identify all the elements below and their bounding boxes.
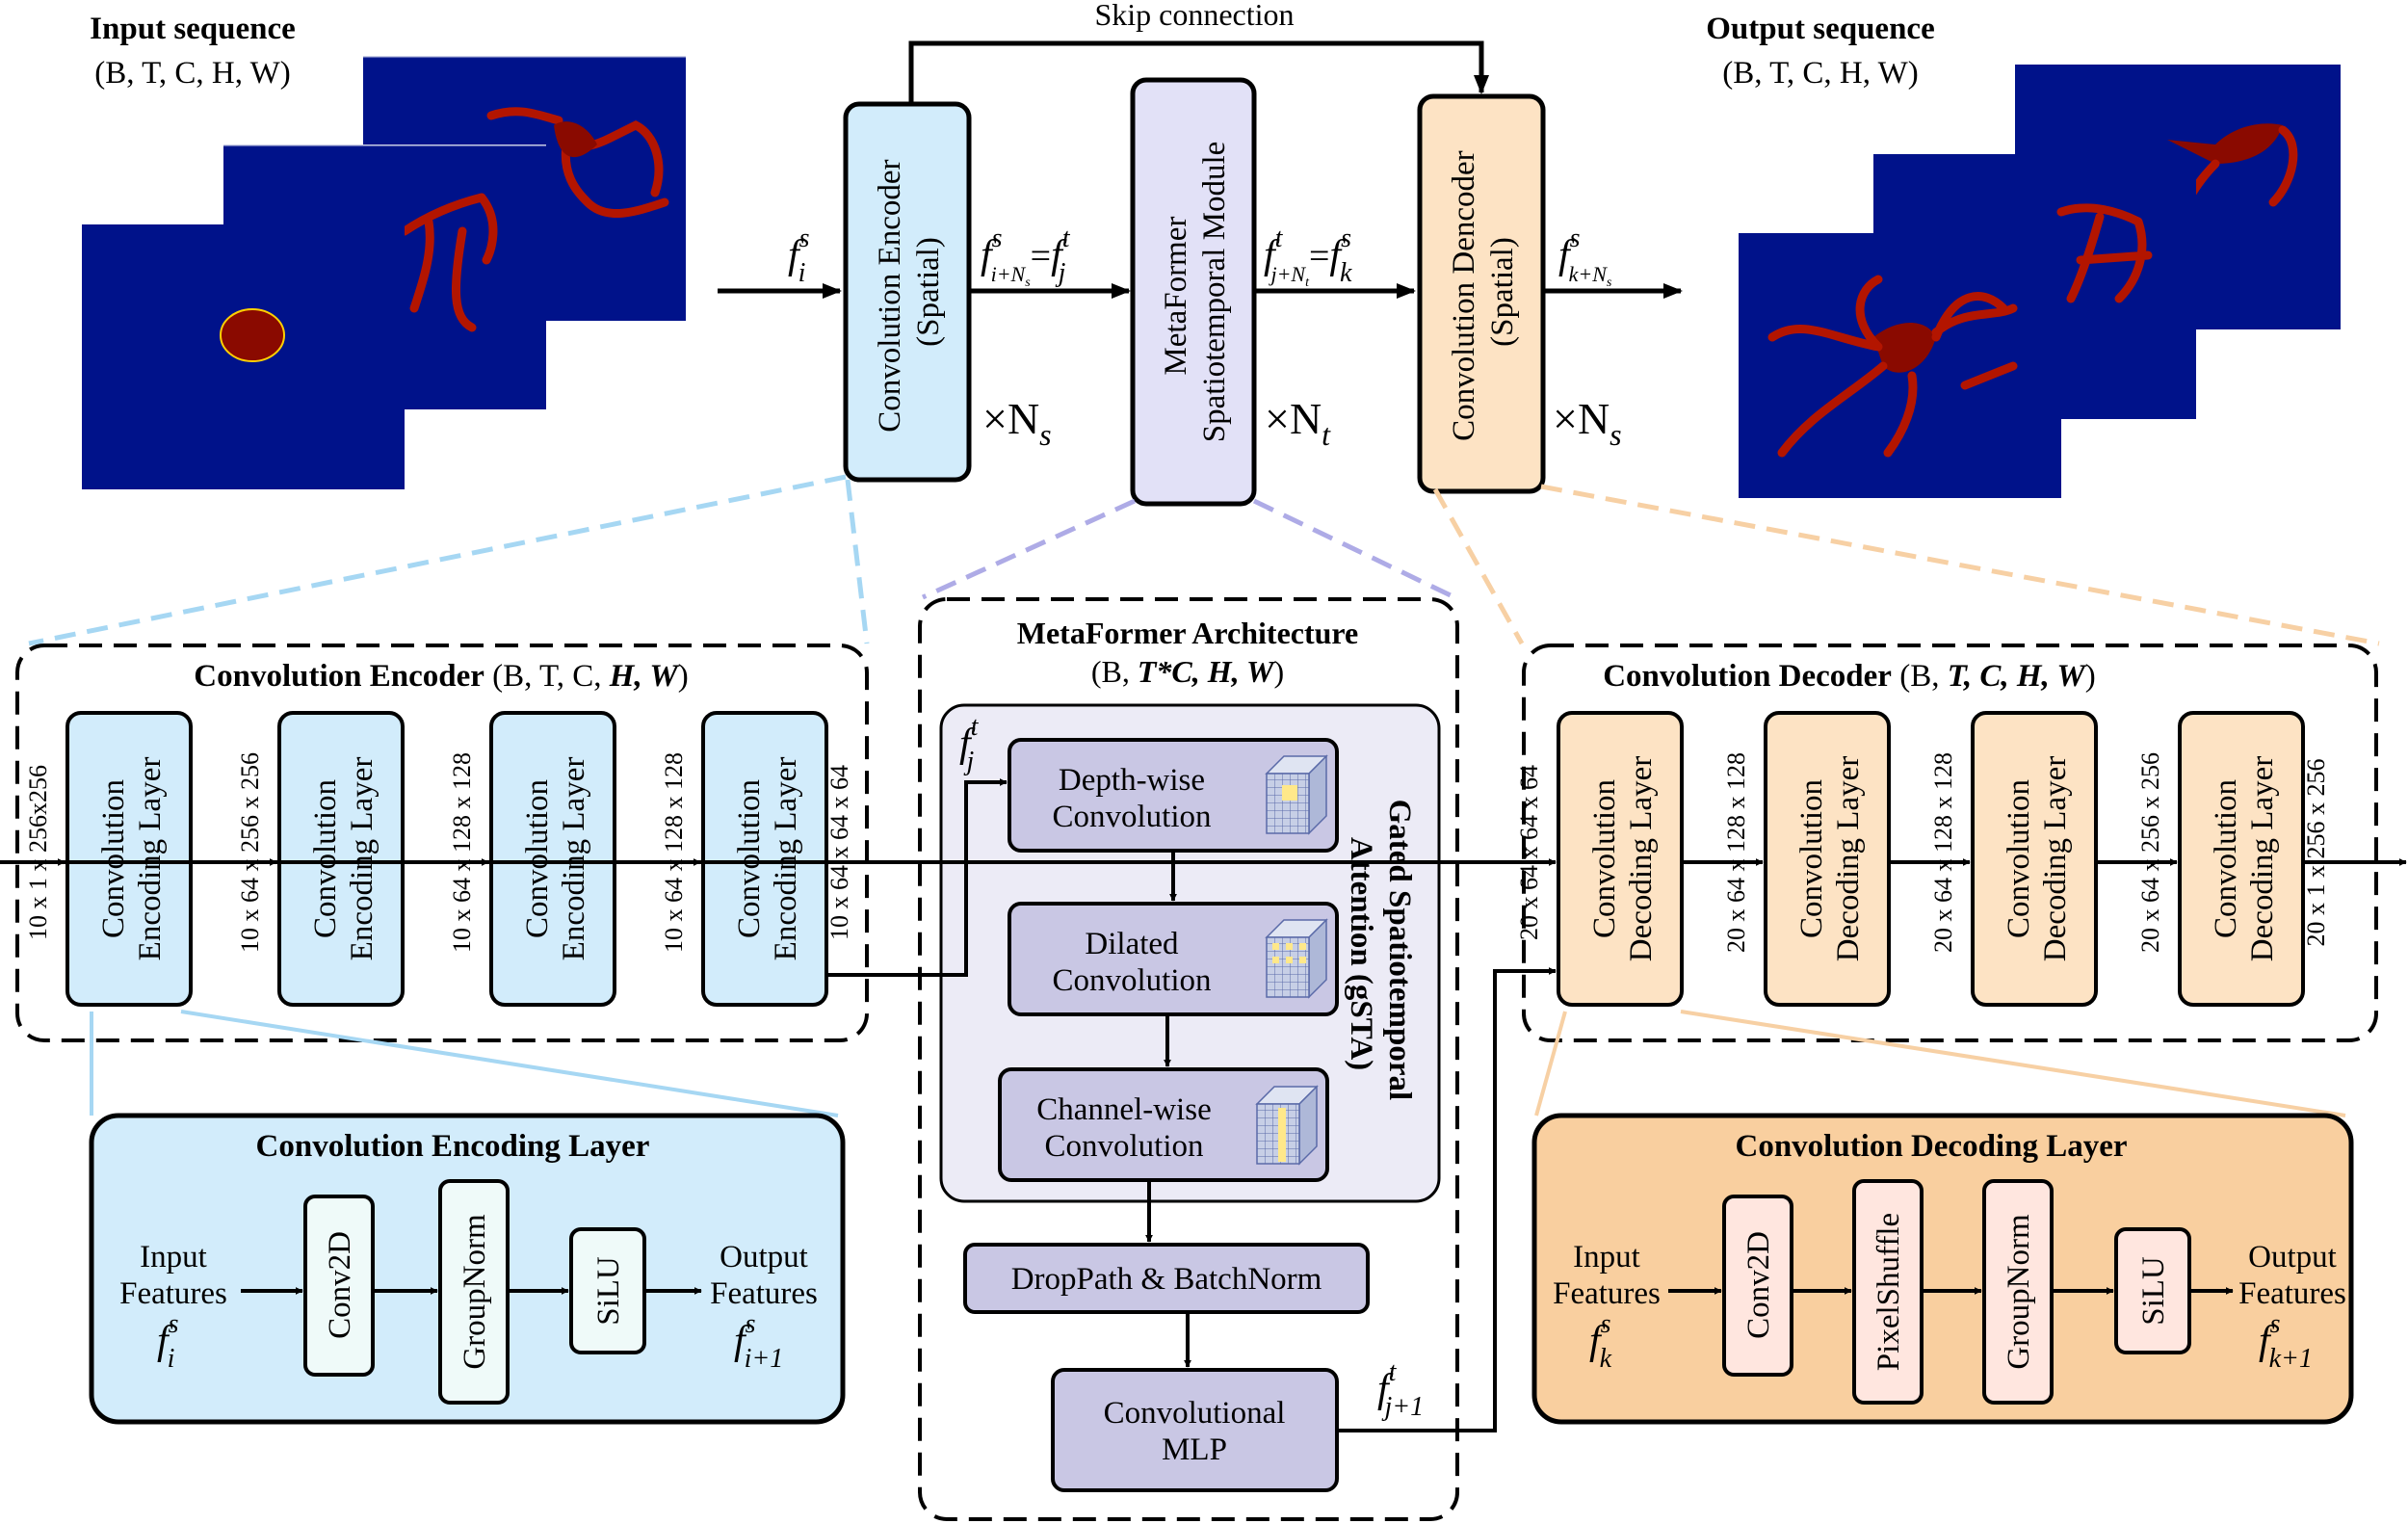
decoder-layer-label: ConvolutionDecoding Layer xyxy=(2002,756,2073,962)
encoder-layer-block: ConvolutionEncoding Layer xyxy=(277,711,405,1007)
decoder-shape-label: 20 x 64 x 128 x 128 xyxy=(1929,752,1957,953)
depthwise-cube-icon xyxy=(1265,754,1328,835)
encoder-layer-label: ConvolutionEncoding Layer xyxy=(732,757,803,961)
output-sequence: Output sequence (B, T, C, H, W) xyxy=(1706,12,2341,498)
encoder-shape-label: 10 x 64 x 128 x 128 xyxy=(448,752,476,953)
encoder-layer-label: ConvolutionEncoding Layer xyxy=(308,757,380,961)
droppath-batchnorm-block xyxy=(963,1243,1370,1314)
dec-groupnorm-label: GroupNorm xyxy=(2002,1214,2036,1370)
dec-conv2d-block xyxy=(1722,1195,1793,1377)
encoder-layer-block: ConvolutionEncoding Layer xyxy=(489,711,616,1007)
dec-groupnorm-block xyxy=(1982,1179,2054,1405)
enc-conv2d-label: Conv2D xyxy=(323,1231,357,1339)
metaformer-repeat-label: ×Nt xyxy=(1265,394,1331,452)
dec-silu-block xyxy=(2114,1227,2191,1354)
depthwise-conv-block xyxy=(1008,738,1339,853)
enc-conv2d-block xyxy=(303,1195,375,1377)
top-decoder-block: Convolution Dencoder (Spatial) xyxy=(1417,93,1546,494)
decoder-layer-label: ConvolutionDecoding Layer xyxy=(2209,756,2280,962)
top-encoder-block: Convolution Encoder (Spatial) xyxy=(843,101,972,483)
decoder-layer-block: ConvolutionDecoding Layer xyxy=(1971,711,2098,1007)
encoding-layer-title: Convolution Encoding Layer xyxy=(256,1129,650,1164)
encoder-panel-title: Convolution Encoder (B, T, C, H, W) xyxy=(194,659,688,694)
encoder-layer-block: ConvolutionEncoding Layer xyxy=(701,711,828,1007)
top-encoder-label: Convolution Encoder (Spatial) xyxy=(873,151,946,432)
metaformer-dims: (B, T*C, H, W) xyxy=(1091,654,1284,689)
decoder-layer-block: ConvolutionDecoding Layer xyxy=(2178,711,2305,1007)
metaformer-panel: MetaFormer Architecture (B, T*C, H, W) G… xyxy=(918,597,1459,1521)
decoder-layer-block: ConvolutionDecoding Layer xyxy=(1557,711,1684,1007)
encoder-panel: Convolution Encoder (B, T, C, H, W) 10 x… xyxy=(0,644,869,1042)
decoding-layer-title: Convolution Decoding Layer xyxy=(1735,1129,2127,1164)
enc-silu-block xyxy=(569,1227,646,1354)
skip-connection: Skip connection xyxy=(908,0,1489,104)
decoder-panel: Convolution Decoder (B, T, C, H, W) 20 x… xyxy=(0,644,2407,1042)
encoder-shape-label: 10 x 1 x 256x256 xyxy=(24,765,52,940)
gsta-label: Gated Spatiotemporal Attention (gSTA) xyxy=(1344,800,1417,1109)
decoder-shape-label: 20 x 64 x 64 x 64 xyxy=(1515,765,1543,940)
decoder-layer-label: ConvolutionDecoding Layer xyxy=(1587,756,1659,962)
top-decoder-label: Convolution Dencoder (Spatial) xyxy=(1447,143,1520,441)
decoder-layer-block: ConvolutionDecoding Layer xyxy=(1764,711,1891,1007)
decoder-layer-label: ConvolutionDecoding Layer xyxy=(1794,756,1866,962)
decoder-shape-label: 20 x 64 x 128 x 128 xyxy=(1722,752,1750,953)
encoder-layer-label: ConvolutionEncoding Layer xyxy=(520,757,591,961)
dec-pixelshuffle-label: PixelShuffle xyxy=(1871,1213,1906,1371)
decoder-panel-title: Convolution Decoder (B, T, C, H, W) xyxy=(1603,659,2096,694)
top-metaformer-label: MetaFormer Spatiotemporal Module xyxy=(1159,142,1232,443)
encoder-shape-label: 10 x 64 x 64 x 64 xyxy=(825,765,853,940)
input-frame-1 xyxy=(82,224,405,489)
enc-silu-label: SiLU xyxy=(591,1256,626,1326)
output-sequence-dims: (B, T, C, H, W) xyxy=(1722,56,1919,91)
top-metaformer-block: MetaFormer Spatiotemporal Module xyxy=(1130,77,1257,507)
enc-groupnorm-block xyxy=(438,1179,510,1405)
encoder-layer-block: ConvolutionEncoding Layer xyxy=(65,711,193,1007)
input-sequence: Input sequence (B, T, C, H, W) xyxy=(82,12,686,489)
encoder-repeat-label: ×Ns xyxy=(982,394,1052,452)
encoder-shape-label: 10 x 64 x 128 x 128 xyxy=(660,752,688,953)
channelwise-cube-icon xyxy=(1255,1085,1319,1166)
decoder-repeat-label: ×Ns xyxy=(1553,394,1622,452)
dec-silu-label: SiLU xyxy=(2136,1256,2171,1326)
encoder-layer-label: ConvolutionEncoding Layer xyxy=(96,757,168,961)
decoder-shape-label: 20 x 1 x 256 x 256 xyxy=(2302,759,2330,947)
channelwise-conv-block xyxy=(998,1067,1329,1182)
dilated-conv-block xyxy=(1008,902,1339,1016)
output-sequence-title: Output sequence xyxy=(1706,12,1934,46)
output-frame-1 xyxy=(1739,233,2061,498)
dilated-cube-icon xyxy=(1265,918,1328,999)
droppath-batchnorm-label: DropPath & BatchNorm xyxy=(1011,1262,1322,1297)
metaformer-title: MetaFormer Architecture xyxy=(1017,616,1359,650)
decoder-shape-label: 20 x 64 x 256 x 256 xyxy=(2136,752,2164,953)
enc-groupnorm-label: GroupNorm xyxy=(458,1214,492,1370)
input-sequence-title: Input sequence xyxy=(90,12,296,46)
dec-conv2d-label: Conv2D xyxy=(1741,1231,1776,1339)
dec-pixelshuffle-block xyxy=(1852,1179,1924,1405)
encoder-shape-label: 10 x 64 x 256 x 256 xyxy=(236,752,264,953)
skip-connection-label: Skip connection xyxy=(1094,0,1294,32)
input-sequence-dims: (B, T, C, H, W) xyxy=(94,56,291,91)
